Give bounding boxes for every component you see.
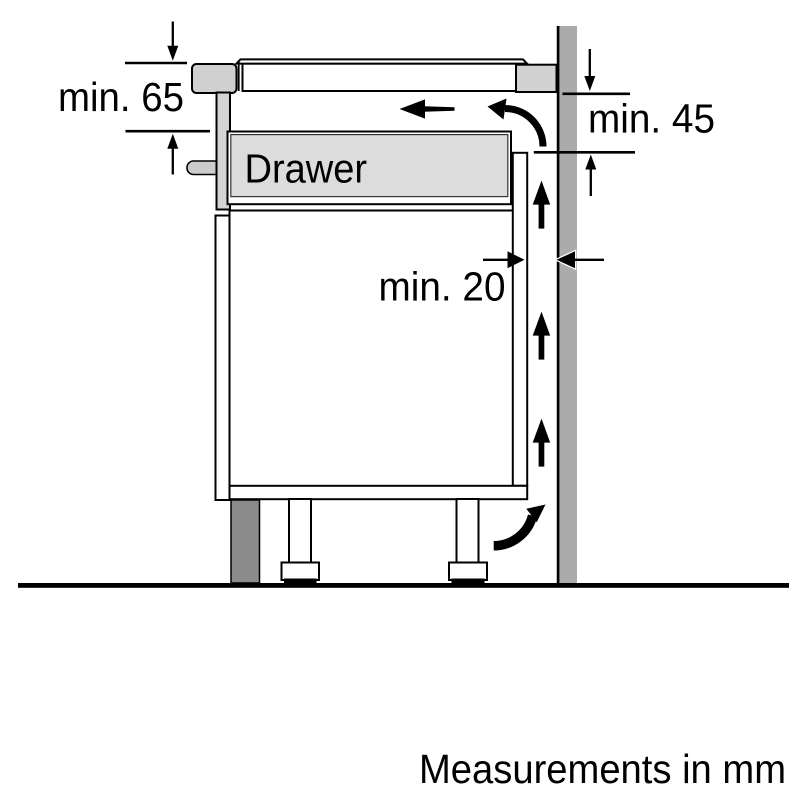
svg-text:Drawer: Drawer bbox=[245, 146, 368, 192]
svg-text:Measurements in mm: Measurements in mm bbox=[419, 746, 786, 792]
svg-text:min. 20: min. 20 bbox=[379, 264, 506, 310]
svg-text:min. 45: min. 45 bbox=[588, 96, 715, 142]
svg-text:min. 65: min. 65 bbox=[58, 74, 184, 120]
